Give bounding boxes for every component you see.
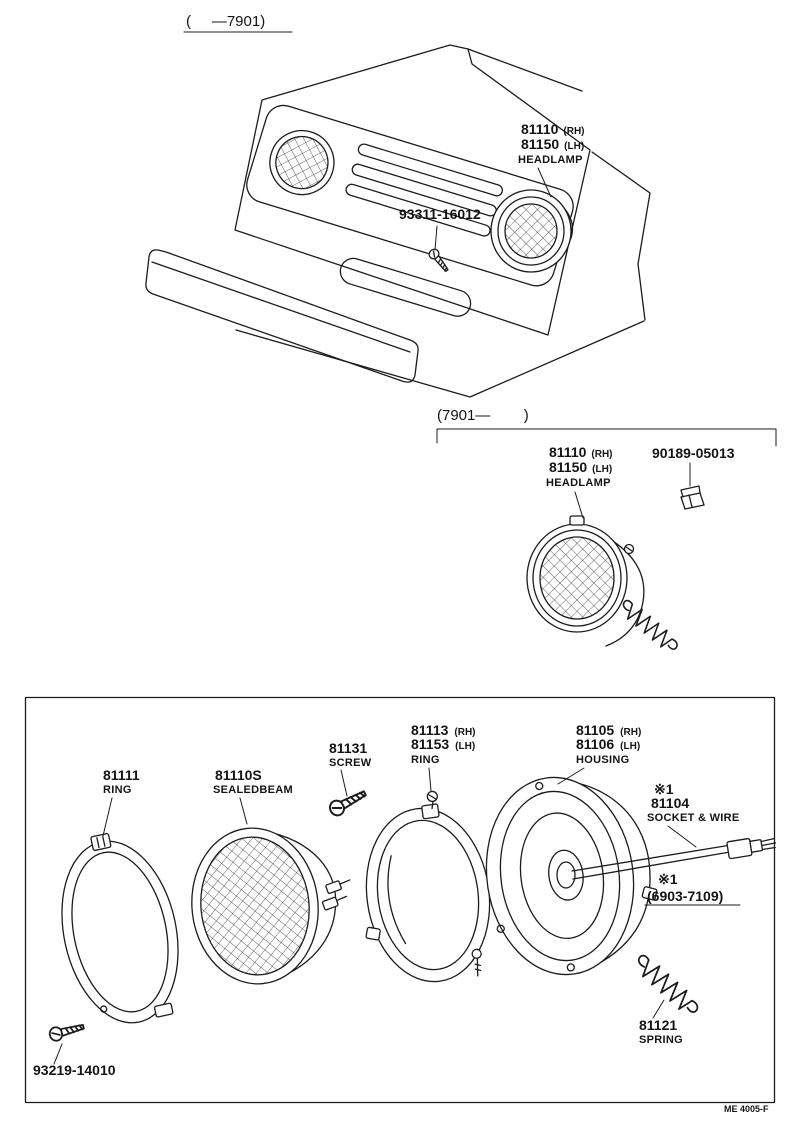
label-note-1: ※1 — [654, 781, 674, 797]
exploded-view-section: 81111 RING 81110S SEALEDBEAM 81131 SCREW… — [24, 696, 777, 1104]
early-label-81110: 81110 (RH) — [521, 121, 585, 137]
early-headlamp-leader — [537, 167, 552, 198]
late-label-81110: 81110 (RH) — [549, 444, 613, 460]
label-81113: 81113 (RH) — [411, 722, 476, 738]
side-code: (RH) — [563, 126, 584, 137]
grille-band — [246, 104, 574, 317]
label-81111-name: RING — [103, 784, 132, 796]
label-93219: 93219-14010 — [33, 1062, 116, 1078]
early-model-section: ( —7901) — [145, 13, 651, 398]
side-code: (RH) — [591, 449, 612, 460]
part-number: 81105 — [576, 722, 614, 738]
early-label-81150: 81150 (LH) — [521, 136, 584, 152]
early-screw-leader — [434, 225, 438, 251]
screw-81131-drawing — [326, 785, 370, 819]
bumper-crease — [151, 261, 411, 353]
late-period-label: (7901— ) — [437, 407, 529, 424]
label-81131: 81131 — [329, 740, 367, 756]
fender-contour — [591, 151, 651, 321]
label-81131-name: SCREW — [329, 757, 372, 769]
side-code: (LH) — [455, 741, 475, 752]
label-note-2: ※1 — [658, 871, 678, 887]
exploded-view-border — [24, 696, 776, 1104]
sealed-beam-drawing — [191, 827, 351, 985]
label-81104-name: SOCKET & WIRE — [647, 812, 740, 824]
label-81153: 81153 (LH) — [411, 736, 475, 752]
headlamp-unit-drawing — [490, 189, 574, 273]
page-footer-code: ME 4005-F — [724, 1104, 769, 1114]
early-label-headlamp: HEADLAMP — [518, 154, 583, 166]
label-81121: 81121 — [639, 1017, 677, 1033]
part-number: 81150 — [549, 459, 587, 475]
label-81121-name: SPRING — [639, 1034, 683, 1046]
late-headlamp-leader — [574, 491, 584, 519]
hood-line — [467, 48, 583, 92]
late-label-headlamp: HEADLAMP — [546, 477, 611, 489]
wire-connector — [726, 837, 777, 860]
label-81106: 81106 (LH) — [576, 736, 640, 752]
early-period-label: ( —7901) — [186, 13, 265, 30]
part-number: 81153 — [411, 736, 449, 752]
ring-81111-drawing — [61, 833, 179, 1024]
exploded-leader-lines — [53, 767, 697, 1065]
part-number: 81106 — [576, 736, 614, 752]
part-number: 81110 — [549, 444, 587, 460]
late-model-section: (7901— ) 81110 (RH) 81150 (LH) HEADLAMP 90… — [436, 407, 777, 656]
late-label-90189: 90189-05013 — [652, 445, 735, 461]
label-81113-name: RING — [411, 754, 440, 766]
side-code: (LH) — [592, 464, 612, 475]
retainer-clip-drawing — [680, 485, 705, 510]
front-panel-outline — [234, 44, 591, 336]
ring-81113-drawing — [365, 790, 491, 983]
label-81110s-name: SEALEDBEAM — [213, 784, 293, 796]
label-date-range: (6903-7109) — [647, 888, 723, 904]
late-section-bracket — [436, 428, 777, 447]
car-front-drawing — [145, 44, 651, 398]
socket-wire-drawing — [556, 837, 777, 889]
side-code: (LH) — [564, 141, 584, 152]
label-81104: 81104 — [651, 795, 689, 811]
screw-93311-drawing — [426, 246, 452, 275]
early-label-93311: 93311-16012 — [399, 206, 481, 222]
part-number: 81110 — [521, 121, 559, 137]
label-81105-name: HOUSING — [576, 754, 629, 766]
screw-93219-drawing — [47, 1019, 87, 1044]
side-code: (LH) — [620, 741, 640, 752]
spring-81121-drawing — [630, 951, 703, 1020]
side-code: (RH) — [620, 727, 641, 738]
side-code: (RH) — [454, 727, 475, 738]
part-number: 81150 — [521, 136, 559, 152]
late-headlamp-drawing — [526, 515, 645, 647]
label-81105: 81105 (RH) — [576, 722, 641, 738]
lower-body-line — [235, 320, 645, 398]
label-81110s: 81110S — [215, 767, 262, 783]
bumper-outline — [145, 249, 419, 383]
late-label-81150: 81150 (LH) — [549, 459, 612, 475]
label-81111: 81111 — [103, 767, 140, 783]
late-spring-drawing — [616, 596, 682, 656]
part-number: 81113 — [411, 722, 449, 738]
